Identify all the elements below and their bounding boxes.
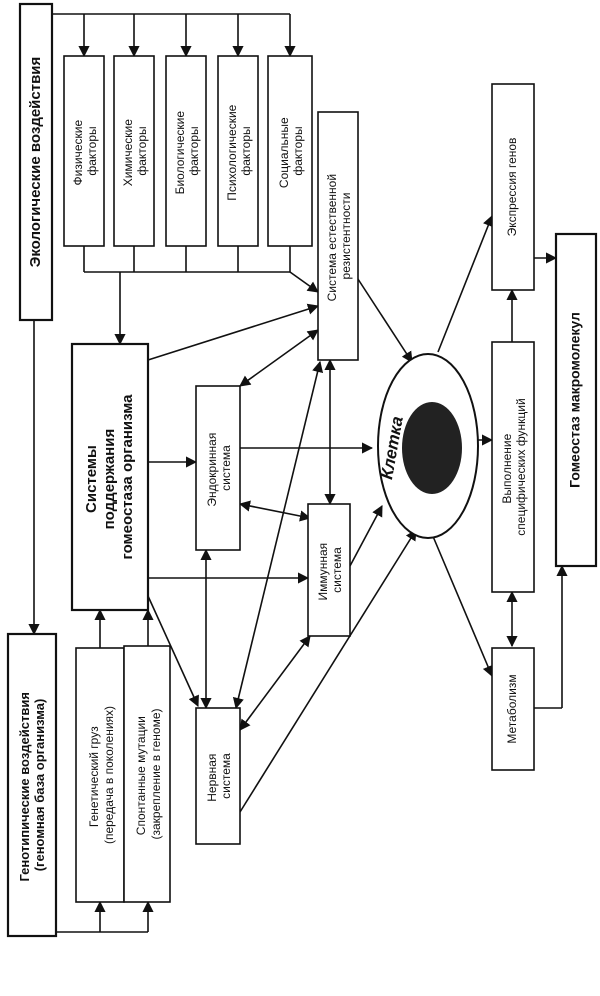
macromolecule-homeostasis-box <box>554 232 598 568</box>
arrow-nervous-cell <box>239 529 417 813</box>
arrow-endocrine-immune <box>238 500 312 522</box>
ecological-label: Экологические воздействия <box>27 57 44 268</box>
physical-factors-box <box>63 55 105 247</box>
gene-expression-label: Экспрессия генов <box>505 138 519 237</box>
chemical-factors-box <box>113 55 155 247</box>
arrow-factors-resistance <box>289 271 319 293</box>
homeostasis-systems-box <box>70 342 150 612</box>
arrow-immune-cell <box>349 505 383 567</box>
physical-factors-label: Физические факторы <box>71 117 99 186</box>
arrow-resistance-cell <box>355 275 413 363</box>
immune-box <box>307 503 351 637</box>
endocrine-box <box>195 385 241 551</box>
ecological-box <box>18 2 54 322</box>
biological-factors-box <box>165 55 207 247</box>
specific-functions-box <box>491 341 535 593</box>
arrow-nervous-immune <box>239 635 311 731</box>
arrow-cell-expression <box>437 214 494 353</box>
gene-expression-box <box>491 83 535 291</box>
genotypic-box <box>6 632 58 938</box>
social-factors-label: Социальные факторы <box>277 114 305 188</box>
genetic-load-label: Генетический груз (передача в поколениях… <box>87 706 116 844</box>
arrow-homeo-resistance <box>147 303 320 361</box>
social-factors-box <box>267 55 313 247</box>
boxes <box>6 2 598 938</box>
psychological-factors-label: Психологические факторы <box>225 101 253 200</box>
genotypic-label: Генотипические воздействия (геномная баз… <box>17 688 47 881</box>
psychological-factors-box <box>217 55 259 247</box>
cell-nucleus <box>402 402 462 494</box>
immune-label: Иммунная система <box>316 539 344 600</box>
arrow-cell-metabolism <box>431 533 494 678</box>
macromolecule-homeostasis-label: Гомеостаз макромолекул <box>567 312 583 488</box>
metabolism-label: Метаболизм <box>505 674 519 743</box>
homeostasis-systems-label: Системы поддержания гомеостаза организма <box>83 394 136 560</box>
arrow-endocrine-resistance <box>239 329 319 387</box>
natural-resistance-box <box>317 111 359 361</box>
endocrine-label: Эндокринная система <box>205 429 233 506</box>
nervous-box <box>195 707 241 845</box>
connectors <box>28 13 568 933</box>
genetic-load-box <box>75 647 125 903</box>
metabolism-box <box>491 647 535 771</box>
spontaneous-mutations-label: Спонтанные мутации (закрепление в геноме… <box>134 708 163 839</box>
biological-factors-label: Биологические факторы <box>173 108 201 195</box>
arrow-homeo-nervous <box>147 595 199 708</box>
nervous-label: Нервная система <box>205 750 233 802</box>
specific-functions-label: Выполнение специфических функций <box>500 398 528 535</box>
spontaneous-mutations-box <box>123 645 171 903</box>
labels: Экологические воздействия Физические фак… <box>17 57 583 882</box>
natural-resistance-label: Система естественной резистентности <box>325 171 353 302</box>
chemical-factors-label: Химические факторы <box>121 116 149 187</box>
